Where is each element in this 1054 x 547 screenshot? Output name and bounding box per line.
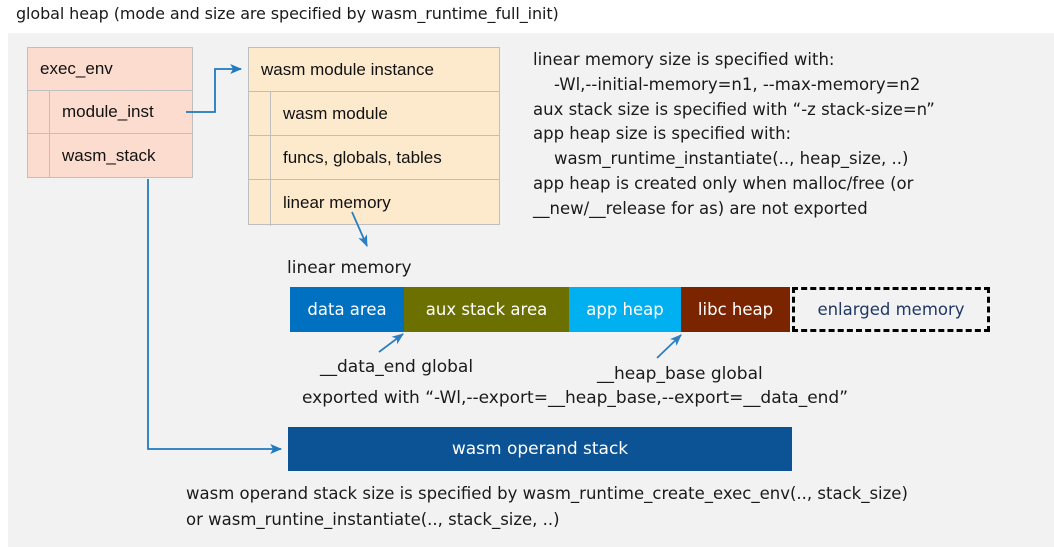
exec-env-header-row: exec_env [28, 48, 192, 91]
module-instance-row-funcs-globals-tables: funcs, globals, tables [249, 136, 499, 180]
module-inst-label: module_inst [62, 102, 154, 121]
exec-env-title: exec_env [40, 59, 113, 78]
memory-config-note-line-2: -Wl,--initial-memory=n1, --max-memory=n2 [533, 74, 921, 94]
exec-env-gutter [28, 134, 50, 177]
module-instance-gutter [249, 92, 271, 135]
memory-segment-libc-heap: libc heap [681, 287, 790, 332]
data-end-annotation: __data_end global [320, 357, 474, 377]
memory-config-note-line-1: linear memory size is specified with: [533, 50, 835, 69]
memory-segment-aux-stack-area: aux stack area [404, 287, 569, 332]
wasm-stack-label: wasm_stack [62, 145, 156, 165]
memory-config-note-line-6: app heap is created only when malloc/fre… [533, 173, 914, 193]
linear-memory-bar-caption: linear memory [287, 258, 412, 278]
memory-config-note-line-4: app heap size is specified with: [533, 124, 792, 144]
exec-env-row-wasm-stack: wasm_stack [28, 134, 192, 177]
page-title: global heap (mode and size are specified… [16, 4, 559, 23]
memory-config-notes: linear memory size is specified with: -W… [533, 48, 1033, 222]
memory-config-note-line-3: aux stack size is specified with “-z sta… [533, 99, 935, 119]
funcs-globals-tables-label: funcs, globals, tables [283, 147, 442, 167]
operand-stack-notes: wasm operand stack size is specified by … [186, 481, 908, 533]
wasm-operand-stack-label: wasm operand stack [451, 439, 629, 459]
memory-segment-enlarged-memory: enlarged memory [792, 287, 990, 332]
module-instance-header-row: wasm module instance [249, 48, 499, 92]
heap-base-annotation: __heap_base global [597, 364, 763, 384]
operand-stack-note-line-2: or wasm_runtine_instantiate(.., stack_si… [186, 510, 560, 529]
memory-segment-data-area: data area [290, 287, 404, 332]
memory-segment-app-heap: app heap [569, 287, 681, 332]
exec-env-gutter [28, 91, 50, 133]
export-flags-annotation: exported with “-Wl,--export=__heap_base,… [302, 388, 849, 408]
wasm-module-instance-box: wasm module instance wasm module funcs, … [248, 47, 500, 226]
linear-memory-label: linear memory [283, 193, 391, 212]
wasm-operand-stack-box: wasm operand stack [288, 427, 792, 471]
module-instance-gutter [249, 180, 271, 226]
wasm-module-label: wasm module [283, 103, 388, 123]
exec-env-row-module-inst: module_inst [28, 91, 192, 134]
module-instance-title: wasm module instance [261, 59, 434, 79]
module-instance-gutter [249, 136, 271, 179]
memory-config-note-line-5: wasm_runtime_instantiate(.., heap_size, … [533, 149, 909, 169]
memory-config-note-line-7: __new/__release for as) are not exported [533, 198, 868, 218]
exec-env-box: exec_env module_inst wasm_stack [27, 47, 193, 178]
module-instance-row-wasm-module: wasm module [249, 92, 499, 136]
operand-stack-note-line-1: wasm operand stack size is specified by … [186, 484, 908, 503]
module-instance-row-linear-memory: linear memory [249, 180, 499, 226]
